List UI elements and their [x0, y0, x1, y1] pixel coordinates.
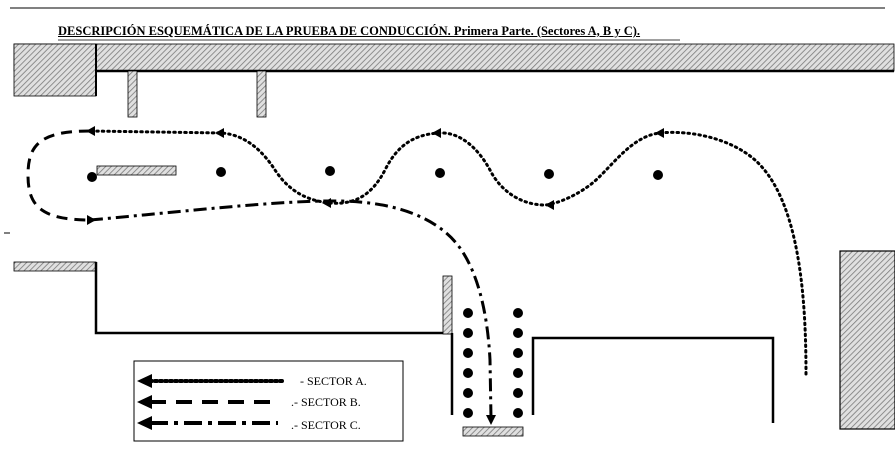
cone-marker [513, 368, 523, 378]
cone-row [87, 166, 663, 182]
gate-cones [463, 308, 523, 418]
legend-label-sector-b: .- SECTOR B. [291, 395, 361, 409]
legend-sector-c: .- SECTOR C. [137, 416, 361, 432]
lower-left-curb [94, 262, 452, 335]
cone-marker [463, 348, 473, 358]
cone-marker [463, 388, 473, 398]
arrow-head [432, 128, 441, 138]
legend-sector-b: .- SECTOR B. [137, 395, 361, 409]
sector-c-path [89, 199, 493, 419]
diagram-title: DESCRIPCIÓN ESQUEMÁTICA DE LA PRUEBA DE … [58, 24, 641, 38]
cone-marker [87, 172, 97, 182]
cone-marker [325, 166, 335, 176]
obstacle-bar [96, 165, 177, 176]
cone-marker [653, 170, 663, 180]
legend-label-sector-c: .- SECTOR C. [291, 418, 361, 432]
cone-marker [513, 348, 523, 358]
top-wall-corner-block [13, 43, 97, 97]
cone-marker [513, 388, 523, 398]
cone-marker [216, 167, 226, 177]
right-block [839, 250, 895, 430]
arrow-head [86, 126, 95, 136]
cone-marker [513, 328, 523, 338]
cone-marker [463, 408, 473, 418]
legend-label-sector-a: - SECTOR A. [300, 374, 367, 388]
cone-marker [513, 408, 523, 418]
legend-sector-a: - SECTOR A. [137, 374, 367, 388]
top-wall [13, 43, 895, 72]
sector-a-path [88, 129, 808, 376]
cone-marker [463, 328, 473, 338]
arrow-head [545, 200, 554, 210]
arrow-head [486, 415, 496, 425]
top-pillar-right [256, 70, 267, 118]
arrow-head [137, 374, 152, 388]
cone-marker [463, 368, 473, 378]
bay-end-bar [462, 426, 524, 437]
arrow-head [137, 416, 152, 430]
bay-right-curb [531, 336, 775, 423]
bay-post [442, 275, 453, 335]
cone-marker [544, 169, 554, 179]
arrow-head [655, 128, 664, 138]
lower-left-wall [13, 261, 97, 272]
arrow-head [137, 395, 152, 409]
arrow-head [215, 128, 224, 138]
cone-marker [463, 308, 473, 318]
cone-marker [435, 168, 445, 178]
top-pillar-left [127, 70, 138, 118]
cone-marker [513, 308, 523, 318]
sector-b-path [26, 129, 91, 222]
